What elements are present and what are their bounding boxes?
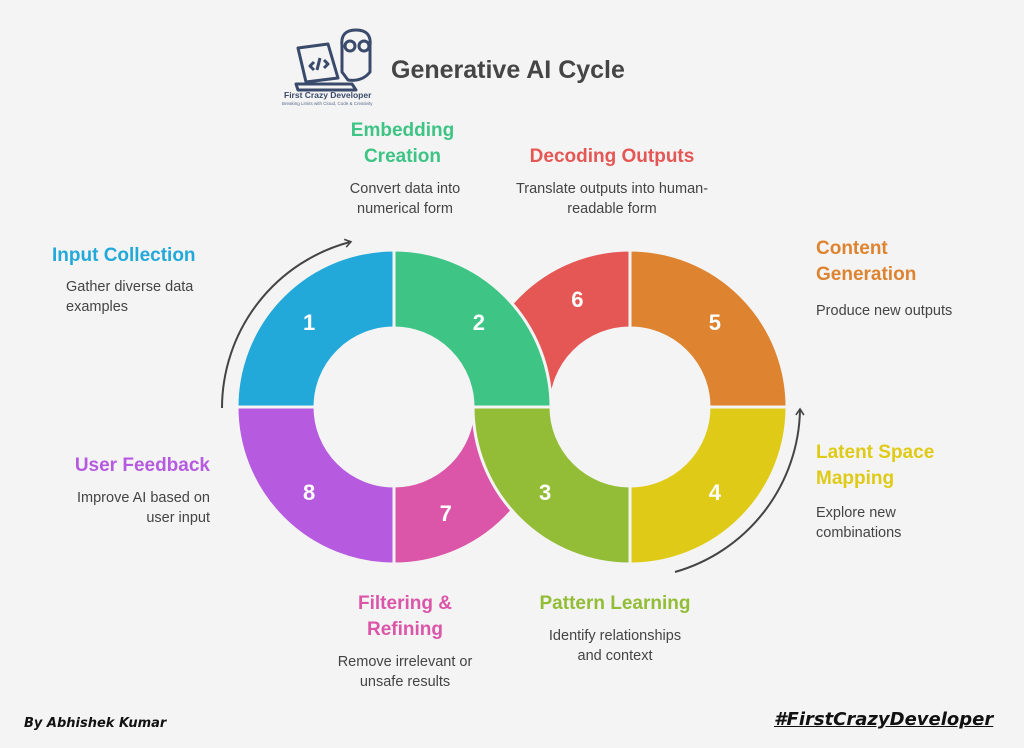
step-5-label: Content Generation Produce new outputs (816, 236, 996, 321)
step-description: Convert data into numerical form (349, 181, 461, 217)
owl-laptop-logo-icon (294, 28, 372, 92)
cycle-arrow-right (674, 407, 805, 573)
step-number-4: 4 (709, 480, 722, 505)
step-description: Gather diverse data examples (66, 279, 194, 315)
step-description: Produce new outputs (816, 303, 953, 319)
step-number-2: 2 (473, 310, 485, 335)
step-title: Decoding Outputs (529, 146, 695, 167)
segment-step-1 (235, 248, 396, 409)
step-title: Pattern Learning (539, 593, 691, 614)
step-description: Improve AI based on user input (77, 490, 210, 526)
hashtag: #FirstCrazyDeveloper (774, 709, 994, 730)
step-1-label: Input Collection Gather diverse data exa… (52, 243, 222, 317)
step-title: Filtering & Refining (358, 593, 452, 640)
step-3-label: Pattern Learning Identify relationships … (520, 591, 710, 666)
step-number-3: 3 (539, 480, 551, 505)
step-number-7: 7 (440, 501, 452, 526)
segment-step-8 (235, 405, 396, 566)
logo-tagline: Breaking Limits with Cloud, Code & Creat… (282, 101, 373, 106)
segment-step-5 (628, 248, 789, 409)
cycle-arrow-left (221, 238, 353, 409)
step-number-6: 6 (571, 287, 583, 312)
step-title: Latent Space Mapping (816, 442, 935, 489)
step-number-8: 8 (303, 480, 315, 505)
step-number-1: 1 (303, 310, 315, 335)
step-description: Remove irrelevant or unsafe results (337, 654, 473, 690)
step-description: Explore new combinations (816, 505, 902, 541)
page-title: Generative AI Cycle (391, 56, 625, 84)
step-description: Identify relationships and context (548, 628, 682, 664)
step-title: Content Generation (816, 238, 917, 285)
segment-step-3 (471, 405, 632, 566)
step-title: Input Collection (52, 245, 196, 266)
step-7-label: Filtering & Refining Remove irrelevant o… (320, 591, 490, 692)
logo-name: First Crazy Developer (284, 90, 372, 100)
step-8-label: User Feedback Improve AI based on user i… (40, 453, 210, 528)
author-credit: By Abhishek Kumar (24, 716, 167, 731)
step-2-label: Embedding Creation Convert data into num… (330, 118, 480, 219)
step-4-label: Latent Space Mapping Explore new combina… (816, 440, 976, 543)
segment-step-2 (392, 248, 553, 409)
step-title: Embedding Creation (350, 120, 455, 167)
step-number-5: 5 (709, 310, 721, 335)
segment-step-4 (628, 405, 789, 566)
step-6-label: Decoding Outputs Translate outputs into … (512, 144, 712, 219)
step-description: Translate outputs into human-readable fo… (515, 181, 709, 217)
step-title: User Feedback (74, 455, 210, 476)
